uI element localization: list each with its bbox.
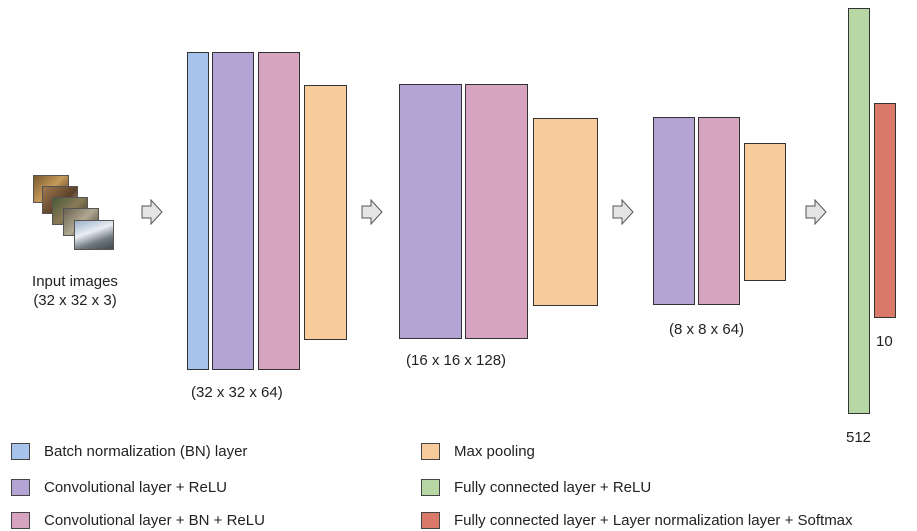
legend-label-conv: Convolutional layer + ReLU bbox=[44, 478, 228, 496]
flow-arrow-icon bbox=[612, 199, 634, 225]
flow-arrow-icon bbox=[141, 199, 163, 225]
legend-label-fc: Fully connected layer + ReLU bbox=[454, 478, 652, 496]
legend-label-pool: Max pooling bbox=[454, 442, 535, 460]
flow-arrow-icon bbox=[361, 199, 383, 225]
legend-item-pool: Max pooling bbox=[421, 441, 535, 461]
stage3-conv-bn-layer bbox=[698, 117, 740, 305]
legend-label-fc-ln: Fully connected layer + Layer normalizat… bbox=[454, 511, 853, 529]
legend-item-conv: Convolutional layer + ReLU bbox=[11, 477, 227, 497]
input-label-line2: (32 x 32 x 3) bbox=[33, 292, 117, 309]
stage1-bn-layer bbox=[187, 52, 209, 370]
legend-swatch-conv bbox=[11, 478, 30, 496]
stage2-pool-layer bbox=[533, 118, 598, 306]
legend-label-conv-bn: Convolutional layer + BN + ReLU bbox=[44, 511, 265, 529]
stage3-pool-layer bbox=[744, 143, 786, 281]
flow-arrow-icon bbox=[805, 199, 827, 225]
legend-item-bn: Batch normalization (BN) layer bbox=[11, 441, 247, 461]
stage1-conv-bn-layer bbox=[258, 52, 300, 370]
stage1-conv-layer bbox=[212, 52, 254, 370]
input-image-thumb-5 bbox=[74, 220, 114, 250]
stage2-dims-label: (16 x 16 x 128) bbox=[406, 352, 507, 369]
legend-swatch-conv-bn bbox=[11, 511, 30, 529]
legend-swatch-fc bbox=[421, 478, 440, 496]
fc1-size-label: 512 bbox=[846, 429, 872, 446]
legend-item-conv-bn: Convolutional layer + BN + ReLU bbox=[11, 510, 265, 530]
legend-swatch-bn bbox=[11, 442, 30, 460]
fc-relu-layer bbox=[848, 8, 870, 414]
input-label: Input images (32 x 32 x 3) bbox=[20, 272, 130, 310]
stage3-dims-label: (8 x 8 x 64) bbox=[669, 321, 745, 338]
legend-swatch-fc-ln bbox=[421, 511, 440, 529]
legend-swatch-pool bbox=[421, 442, 440, 460]
stage3-conv-layer bbox=[653, 117, 695, 305]
fc-softmax-layer bbox=[874, 103, 896, 318]
legend-label-bn: Batch normalization (BN) layer bbox=[44, 442, 248, 460]
legend-item-fc: Fully connected layer + ReLU bbox=[421, 477, 651, 497]
stage1-dims-label: (32 x 32 x 64) bbox=[191, 384, 283, 401]
stage2-conv-bn-layer bbox=[465, 84, 528, 339]
stage2-conv-layer bbox=[399, 84, 462, 339]
fc2-size-label: 10 bbox=[876, 333, 893, 350]
input-label-line1: Input images bbox=[32, 273, 118, 290]
stage1-pool-layer bbox=[304, 85, 347, 340]
legend-item-fc-ln: Fully connected layer + Layer normalizat… bbox=[421, 510, 853, 530]
